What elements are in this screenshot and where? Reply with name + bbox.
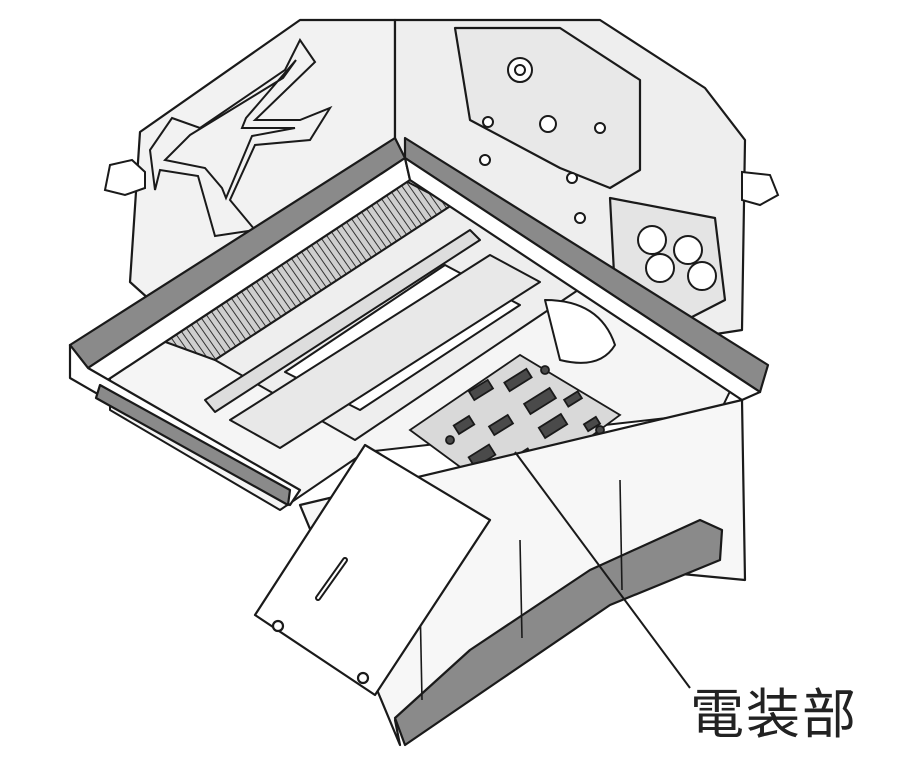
wall-fittings bbox=[479, 57, 717, 291]
access-panel-face bbox=[253, 443, 492, 697]
cabinet-center-panel bbox=[453, 26, 642, 190]
access-panel-hole-left bbox=[271, 619, 285, 633]
front-panel-bottom-rail bbox=[393, 518, 724, 747]
left-wall-stiffener bbox=[148, 38, 333, 238]
callout-leader-line bbox=[514, 451, 691, 689]
drain-pipe bbox=[544, 299, 616, 364]
mounting-hangers bbox=[103, 158, 780, 207]
hanger-right bbox=[741, 170, 780, 207]
access-panel bbox=[253, 443, 492, 697]
gasket-left-strip bbox=[94, 383, 292, 507]
lower-fan-plate bbox=[229, 254, 541, 449]
access-panel-hole-right bbox=[356, 671, 370, 685]
callout-label: 電装部 bbox=[690, 683, 858, 746]
hanger-left bbox=[103, 158, 146, 197]
fan-plate-edge bbox=[204, 229, 481, 413]
frame-gasket bbox=[68, 136, 770, 507]
